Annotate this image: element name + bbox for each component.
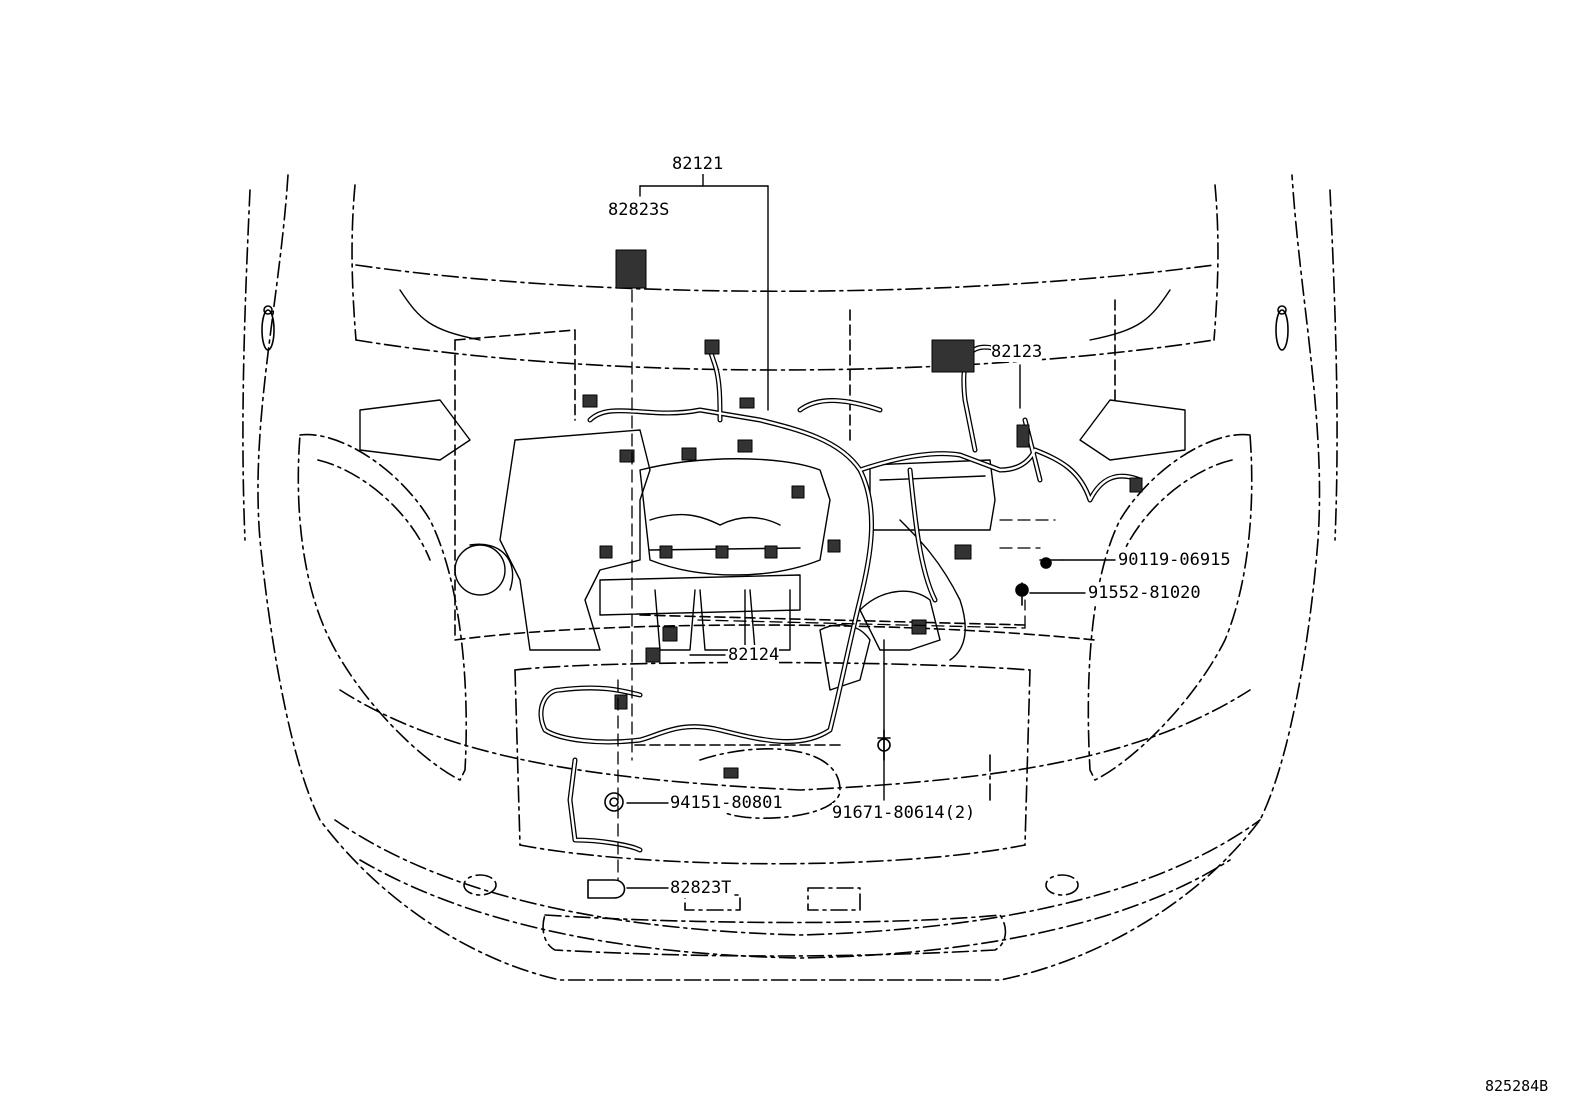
wire-harness-inner (539, 345, 1142, 852)
bolt-91671 (877, 729, 891, 761)
harness-connectors (582, 249, 1143, 779)
right-headlamp (1087, 433, 1253, 781)
protector-82823T (587, 879, 626, 899)
figure-id: 825284B (1485, 1077, 1549, 1095)
body-outline (242, 174, 1338, 981)
part-callout-82123: 82123 (991, 342, 1043, 362)
part-callout-82823S: 82823S (608, 200, 670, 220)
part-callout-91552-81020: 91552-81020 (1088, 583, 1201, 603)
part-callout-90119-06915: 90119-06915 (1118, 550, 1231, 570)
wire-harness-main (538, 344, 1143, 853)
part-callout-82121: 82121 (672, 154, 724, 174)
right-fender-bolt (1277, 305, 1287, 315)
engine-block (359, 289, 1186, 691)
part-callout-94151-80801: 94151-80801 (670, 793, 783, 813)
right-side-marker (1275, 309, 1289, 351)
left-fender-bolt (263, 305, 273, 315)
clip-94151 (604, 792, 624, 812)
part-callout-82124: 82124 (728, 645, 780, 665)
bolt-90119 (1039, 557, 1063, 569)
engine-bay (454, 299, 1116, 746)
part-callout-82823T: 82823T (670, 878, 732, 898)
bolt-91552 (1015, 582, 1029, 606)
callout-leaders (626, 171, 1116, 889)
left-headlamp (297, 433, 468, 781)
leader-lines (617, 289, 1056, 881)
part-callout-91671-80614: 91671-80614(2) (832, 803, 976, 823)
left-side-marker (261, 309, 275, 351)
